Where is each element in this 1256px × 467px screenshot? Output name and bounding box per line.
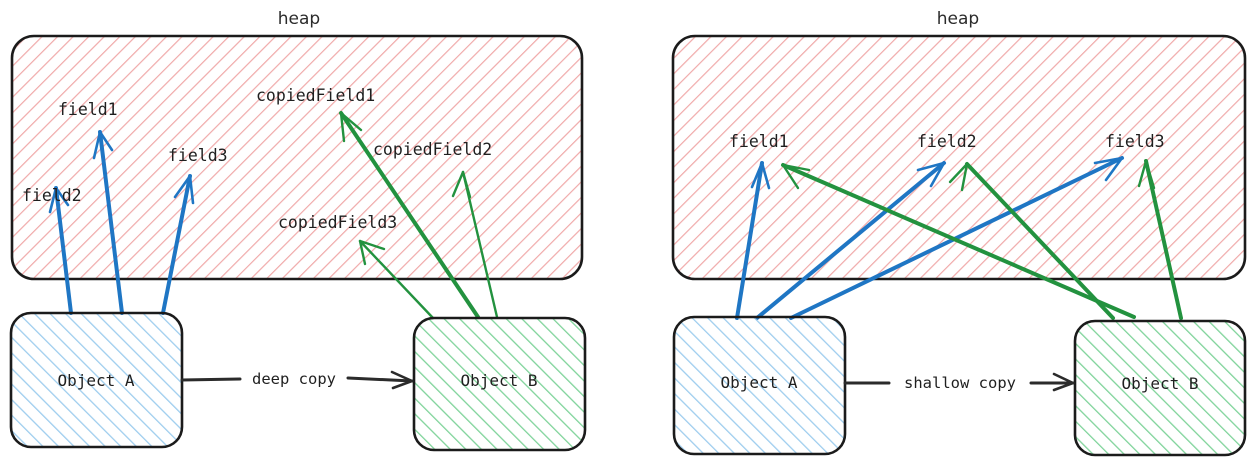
label-field1-right: field1 — [729, 132, 789, 151]
panel-shallow-copy: heap — [671, 9, 1247, 457]
shallow-copy-connector: shallow copy — [843, 372, 1075, 392]
heap-caption-right: heap — [937, 9, 979, 29]
arrow-b-copiedfield2 — [451, 170, 499, 319]
label-copiedfield3: copiedField3 — [278, 213, 397, 232]
object-b-label-left: Object B — [460, 371, 537, 390]
deep-copy-connector: deep copy — [180, 370, 414, 390]
arrow-b-copiedfield3 — [358, 239, 435, 320]
arrow-shallow-a-field1 — [735, 161, 771, 320]
deep-copy-label: deep copy — [252, 370, 336, 388]
object-b-box-left[interactable]: Object B — [412, 316, 587, 452]
panel-deep-copy: heap — [9, 9, 587, 452]
arrow-a-field2 — [48, 186, 73, 315]
label-field1-left: field1 — [58, 100, 118, 119]
arrow-b-copiedfield1 — [339, 111, 480, 319]
arrow-a-field1 — [92, 130, 124, 315]
label-copiedfield1: copiedField1 — [256, 86, 375, 105]
object-b-label-right: Object B — [1121, 374, 1198, 393]
object-a-box-right[interactable]: Object A — [672, 315, 847, 456]
arrow-shallow-b-field2 — [948, 162, 1115, 320]
arrow-shallow-b-field1 — [781, 163, 1136, 319]
object-a-label-left: Object A — [57, 371, 134, 390]
heap-caption-left: heap — [278, 9, 320, 29]
object-a-label-right: Object A — [720, 373, 797, 392]
arrow-a-field3 — [161, 174, 195, 315]
shallow-copy-label: shallow copy — [904, 374, 1016, 392]
arrow-shallow-b-field3 — [1137, 159, 1183, 320]
label-field2-right: field2 — [917, 132, 977, 151]
arrow-shallow-a-field2 — [755, 161, 946, 320]
object-a-box-left[interactable]: Object A — [9, 311, 184, 449]
label-field3-left: field3 — [168, 146, 228, 165]
label-copiedfield2: copiedField2 — [373, 140, 492, 159]
heap-region-left — [10, 34, 584, 281]
object-b-box-right[interactable]: Object B — [1073, 319, 1247, 457]
label-field2-left: field2 — [22, 186, 82, 205]
heap-region-right — [671, 34, 1247, 281]
label-field3-right: field3 — [1105, 132, 1165, 151]
